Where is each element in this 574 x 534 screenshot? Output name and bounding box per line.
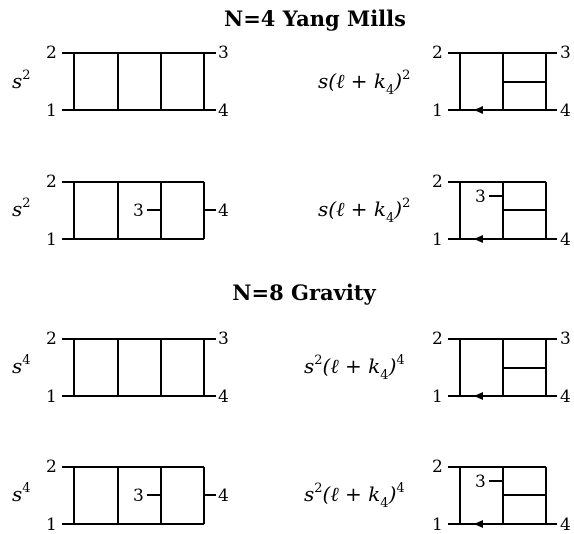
svg-text:4: 4 bbox=[218, 201, 229, 221]
svg-text:3: 3 bbox=[475, 472, 486, 492]
svg-text:2: 2 bbox=[46, 457, 57, 477]
svg-text:1: 1 bbox=[46, 387, 57, 407]
bowtie-diagram-r2-right: 2 1 3 4 bbox=[432, 172, 571, 250]
svg-text:2: 2 bbox=[46, 329, 57, 349]
svg-text:1: 1 bbox=[432, 101, 443, 121]
svg-text:4: 4 bbox=[560, 230, 571, 250]
svg-text:3: 3 bbox=[560, 329, 571, 349]
factor-right-r1: s(ℓ + k4)2 bbox=[318, 68, 410, 98]
svg-text:2: 2 bbox=[432, 43, 443, 63]
factor-left-r2: s2 bbox=[12, 196, 31, 221]
svg-text:1: 1 bbox=[432, 230, 443, 250]
factor-left-r4: s4 bbox=[12, 481, 31, 506]
bowtie-diagram-r3-right: 2 1 3 4 bbox=[432, 329, 571, 407]
ladder-diagram-r3-left: 2 1 3 4 bbox=[46, 329, 229, 407]
bowtie-diagram-r4-right: 2 1 3 4 bbox=[432, 457, 571, 534]
ladder-diagram-r4-left: 2 1 3 4 bbox=[46, 457, 229, 534]
svg-text:1: 1 bbox=[432, 515, 443, 534]
svg-text:2: 2 bbox=[432, 329, 443, 349]
leg-label-2: 2 bbox=[46, 43, 57, 63]
svg-text:2: 2 bbox=[432, 172, 443, 192]
svg-text:3: 3 bbox=[560, 43, 571, 63]
factor-right-r2: s(ℓ + k4)2 bbox=[318, 196, 410, 226]
section-title-gravity: N=8 Gravity bbox=[232, 280, 376, 305]
arrow-icon bbox=[474, 520, 483, 528]
svg-text:2: 2 bbox=[46, 172, 57, 192]
svg-text:1: 1 bbox=[432, 387, 443, 407]
factor-left-r3: s4 bbox=[12, 353, 31, 378]
svg-text:3: 3 bbox=[133, 486, 144, 506]
factor-right-r3: s2(ℓ + k4)4 bbox=[304, 353, 405, 383]
svg-text:1: 1 bbox=[46, 515, 57, 534]
svg-text:4: 4 bbox=[218, 387, 229, 407]
svg-text:4: 4 bbox=[560, 515, 571, 534]
svg-text:4: 4 bbox=[218, 486, 229, 506]
svg-text:4: 4 bbox=[560, 101, 571, 121]
svg-text:4: 4 bbox=[560, 387, 571, 407]
ladder-diagram-r2-left: 2 1 3 4 bbox=[46, 172, 229, 250]
svg-text:1: 1 bbox=[46, 230, 57, 250]
factor-right-r4: s2(ℓ + k4)4 bbox=[304, 481, 405, 511]
svg-text:3: 3 bbox=[218, 329, 229, 349]
arrow-icon bbox=[474, 235, 483, 243]
leg-label-3: 3 bbox=[218, 43, 229, 63]
section-title-yang-mills: N=4 Yang Mills bbox=[224, 6, 406, 31]
factor-left-r1: s2 bbox=[12, 68, 31, 93]
svg-text:3: 3 bbox=[133, 201, 144, 221]
svg-text:2: 2 bbox=[432, 457, 443, 477]
svg-text:3: 3 bbox=[475, 187, 486, 207]
leg-label-1: 1 bbox=[46, 101, 57, 121]
arrow-icon bbox=[474, 392, 483, 400]
arrow-icon bbox=[474, 106, 483, 114]
leg-label-4: 4 bbox=[218, 101, 229, 121]
bowtie-diagram-r1-right: 2 1 3 4 bbox=[432, 43, 571, 121]
ladder-diagram-r1-left: 2 1 3 4 bbox=[46, 43, 229, 121]
